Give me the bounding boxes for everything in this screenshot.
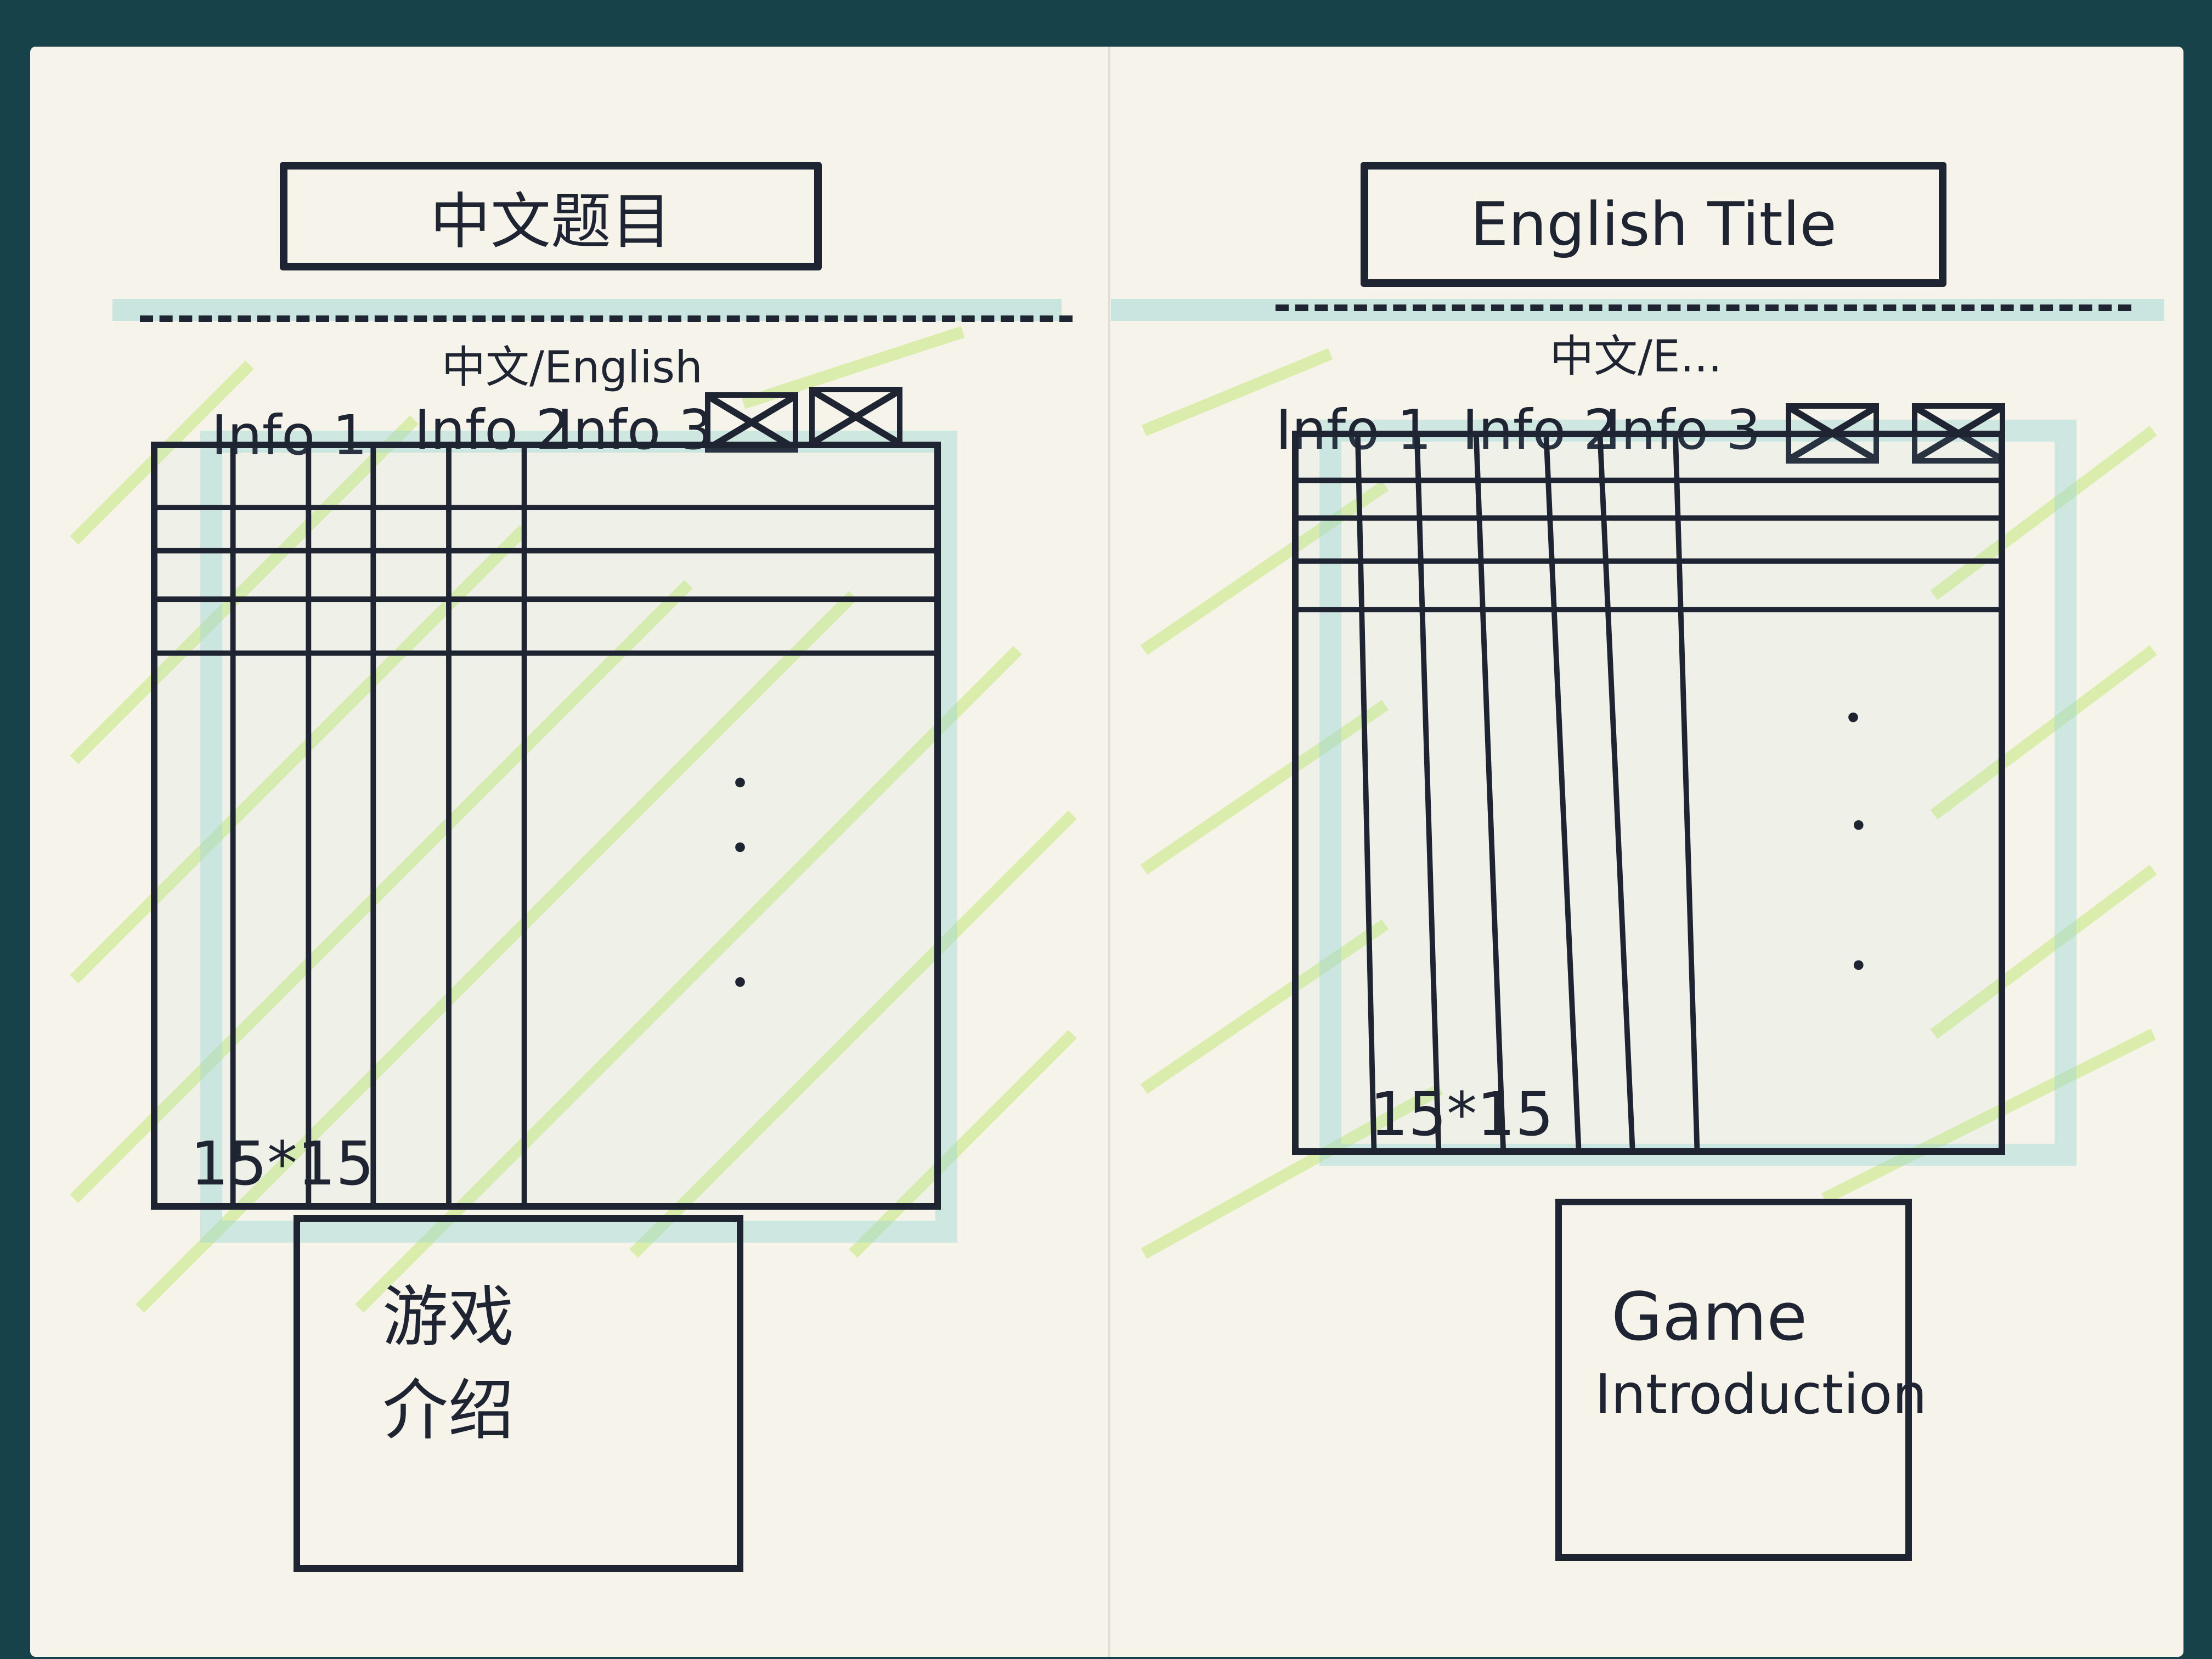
page-title-box: 中文题目	[280, 162, 822, 270]
language-toggle[interactable]: 中文/English	[442, 342, 703, 393]
game-intro-subtitle: Introduction	[1595, 1362, 1927, 1426]
info-1-label: Info 1	[1276, 398, 1432, 462]
game-board-grid[interactable]: 15*15	[151, 442, 941, 1210]
close-box-icon[interactable]	[809, 387, 902, 447]
header-divider	[140, 315, 1073, 322]
game-intro-box: Game Introduction	[1555, 1199, 1927, 1561]
page-title-box: English Title	[1361, 162, 1946, 287]
game-board-grid[interactable]: 15*15	[1292, 431, 2005, 1155]
page-title: 中文题目	[430, 187, 672, 257]
grid-lines	[1299, 437, 1999, 1148]
game-intro-title: 游戏	[382, 1279, 514, 1356]
right-panel-english: English Title 中文/E... Info 1 Info 2 Info…	[1111, 47, 2186, 1657]
header-divider	[1276, 304, 2131, 311]
paper-sketch: 中文题目 中文/English Info 1 Info 2 Info 3	[30, 47, 2183, 1657]
close-box-icon[interactable]	[705, 392, 798, 453]
info-2-label: Info 2	[414, 398, 571, 462]
info-2-label: Info 2	[1462, 398, 1618, 462]
grid-size-label: 15*15	[190, 1128, 374, 1199]
highlight-hatching	[70, 299, 1077, 1313]
grid-lines	[157, 448, 934, 1203]
page-title: English Title	[1470, 189, 1837, 259]
info-3-label: Info 3	[557, 398, 713, 462]
left-panel-chinese: 中文题目 中文/English Info 1 Info 2 Info 3	[30, 47, 1105, 1657]
language-toggle[interactable]: 中文/E...	[1550, 331, 1722, 382]
game-intro-box: 游戏 介绍	[294, 1215, 743, 1572]
game-intro-title: Game	[1611, 1279, 1808, 1356]
paper-fold	[1108, 47, 1110, 1657]
info-3-label: Info 3	[1605, 398, 1761, 462]
info-1-label: Info 1	[211, 403, 368, 467]
grid-size-label: 15*15	[1370, 1079, 1554, 1149]
game-intro-subtitle: 介绍	[382, 1373, 514, 1449]
